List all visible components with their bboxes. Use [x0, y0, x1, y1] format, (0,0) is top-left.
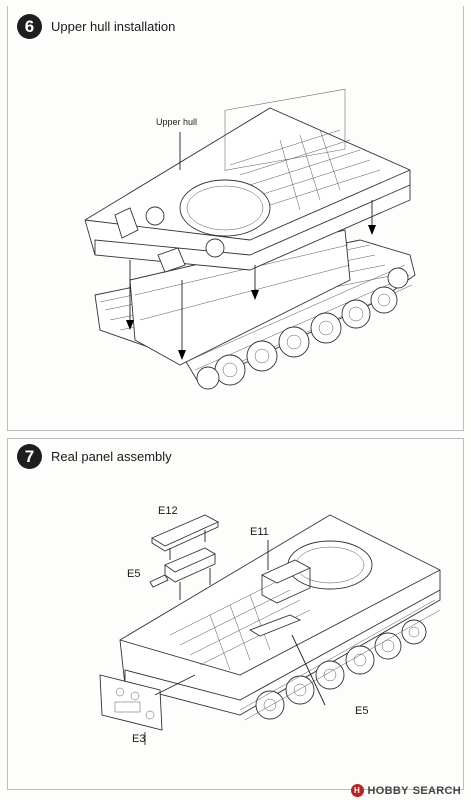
watermark-brand: HOBBY	[367, 784, 409, 797]
part-label-e12: E12	[158, 505, 178, 517]
step-7-panel	[7, 438, 464, 790]
watermark-brand-alt: SEARCH	[412, 784, 461, 797]
part-e3	[99, 674, 196, 745]
part-label-e5-upper: E5	[127, 568, 141, 580]
step-number-badge: 7	[17, 444, 42, 469]
part-label-e3: E3	[132, 733, 146, 745]
rear-panel-assembly-drawing	[99, 514, 441, 745]
upper-hull-installation-drawing	[84, 88, 416, 390]
step-6-header: 6 Upper hull installation	[17, 14, 175, 39]
part-e5-lower	[248, 614, 326, 706]
part-label-e5-lower: E5	[355, 705, 369, 717]
upper-hull-callout-label: Upper hull	[156, 117, 198, 127]
step-title: Real panel assembly	[51, 449, 172, 464]
part-e12	[151, 514, 220, 560]
part-e11	[260, 540, 312, 604]
step-6-panel	[7, 6, 464, 431]
hobby-search-logo-icon: H	[350, 784, 364, 797]
road-wheels	[196, 267, 409, 390]
part-e5-upper	[149, 547, 216, 600]
assembly-arrows	[126, 200, 376, 360]
part-label-e11: E11	[250, 526, 269, 538]
tank-hull	[119, 514, 441, 721]
step-title: Upper hull installation	[51, 19, 176, 34]
upper-hull	[84, 88, 411, 273]
step-7-header: 7 Real panel assembly	[17, 444, 172, 469]
step-number-badge: 6	[17, 14, 42, 39]
watermark: H HOBBY SEARCH	[350, 784, 461, 797]
lower-hull-tracks	[94, 229, 416, 390]
